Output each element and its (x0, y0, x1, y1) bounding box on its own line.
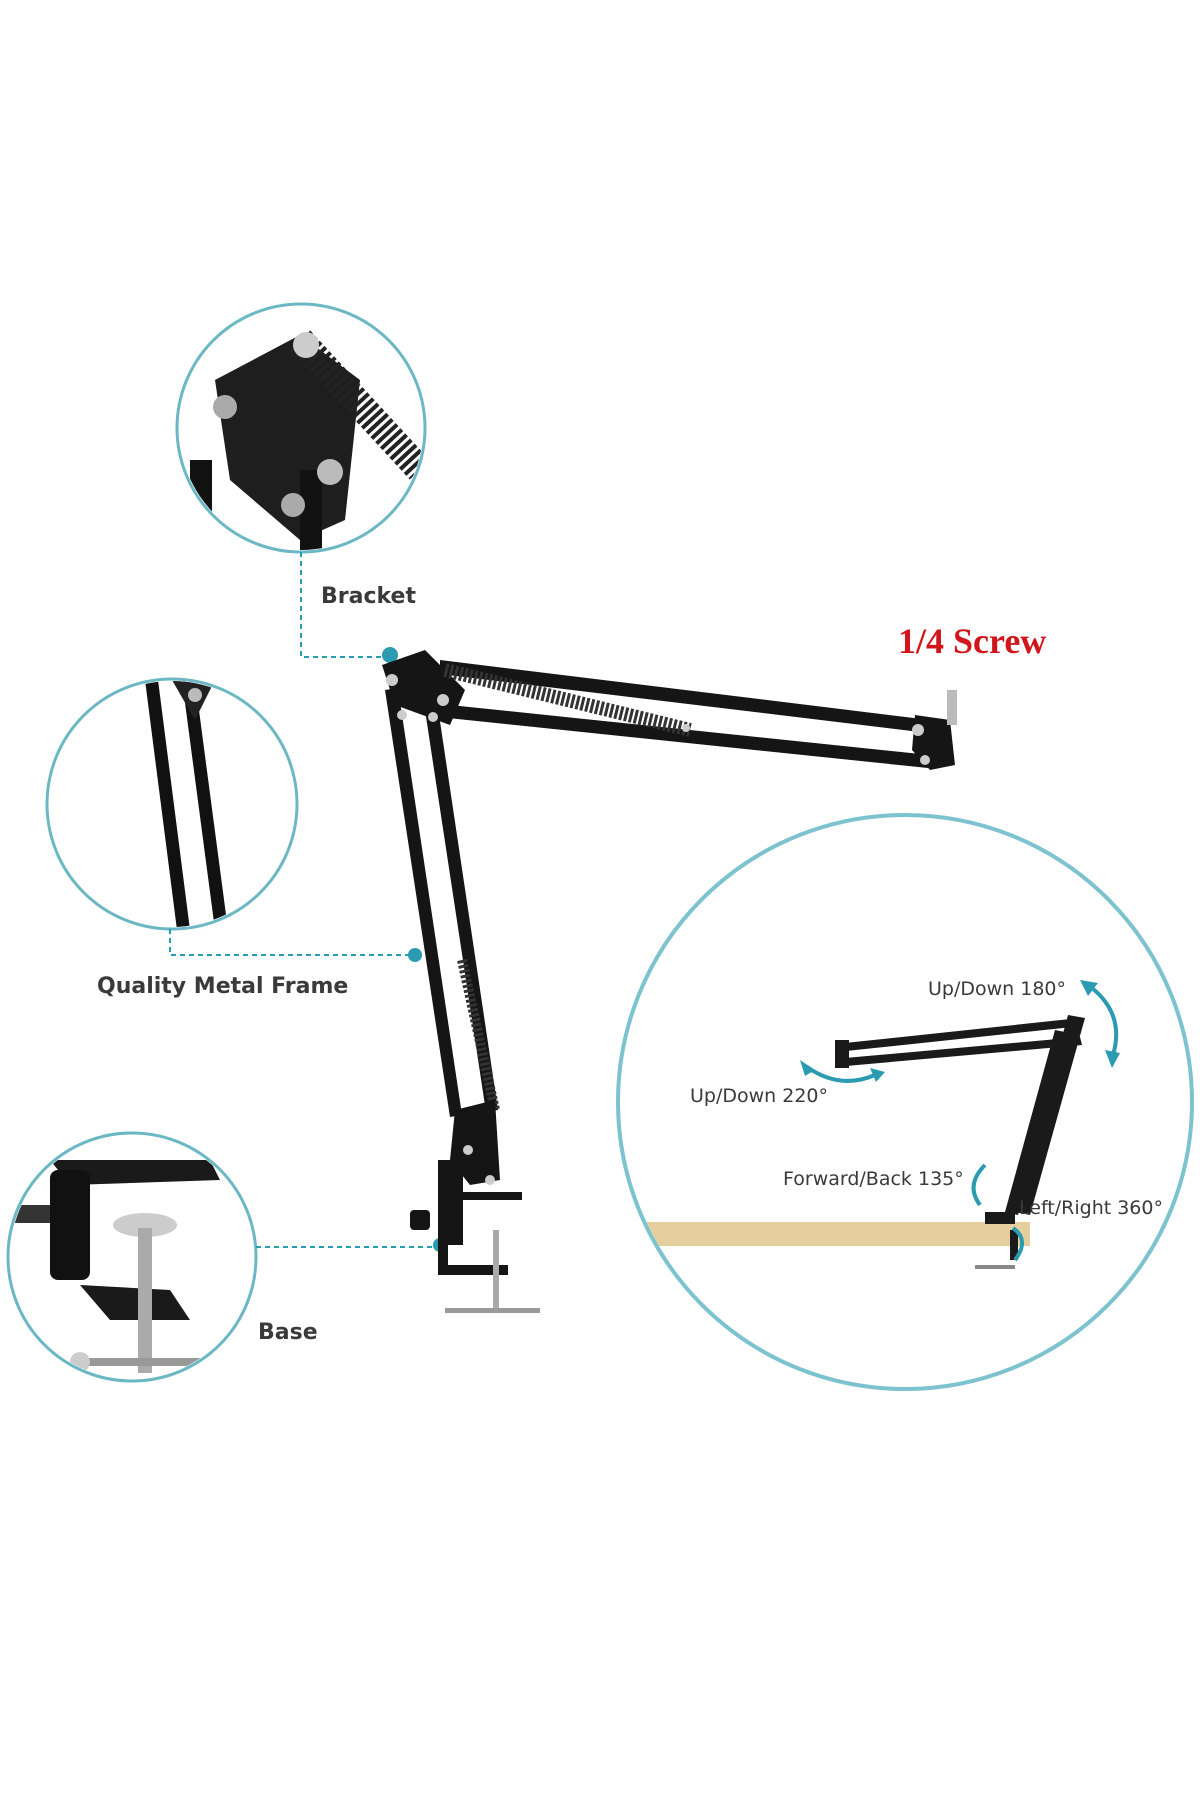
left-right-label: Left/Right 360° (1019, 1197, 1163, 1219)
rotation-circle (616, 813, 1194, 1391)
bracket-detail-circle (175, 302, 427, 554)
bracket-label: Bracket (321, 584, 416, 609)
quality-metal-frame-label: Quality Metal Frame (97, 974, 349, 999)
updown-220-label: Up/Down 220° (690, 1085, 829, 1107)
boom-arm (382, 650, 957, 1313)
quarter-inch-screw-label: 1/4 Screw (898, 621, 1047, 661)
updown-180-label: Up/Down 180° (928, 978, 1067, 1000)
frame-detail-circle (45, 677, 299, 931)
forward-back-label: Forward/Back 135° (783, 1168, 964, 1190)
leader-lines (169, 552, 440, 1248)
base-label: Base (258, 1320, 318, 1345)
desk-plank (640, 1222, 1030, 1246)
base-detail-circle (6, 1131, 258, 1383)
